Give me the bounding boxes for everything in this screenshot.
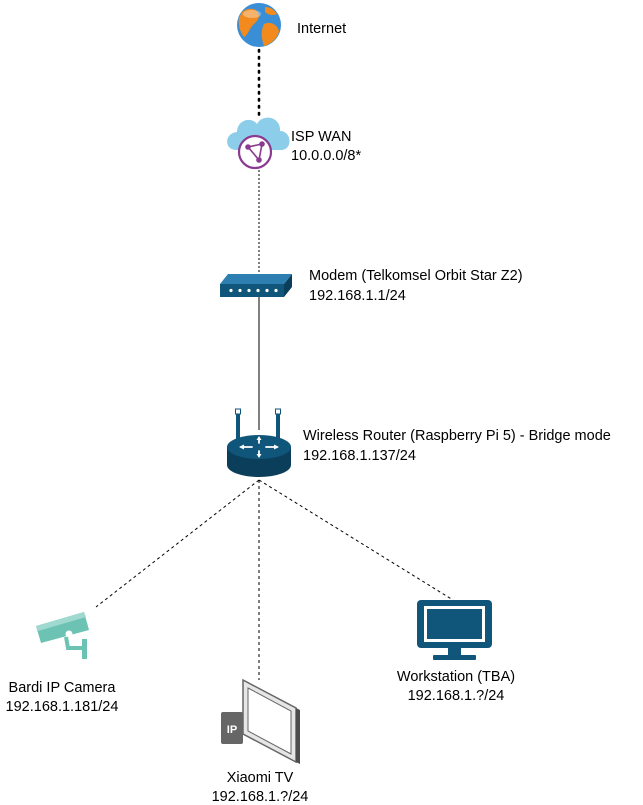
workstation-node[interactable]: Workstation (TBA) 192.168.1.?/24 [397, 600, 515, 704]
modem-icon [220, 274, 292, 297]
link-router-camera [95, 479, 260, 608]
camera-address: 192.168.1.181/24 [6, 699, 119, 715]
globe-icon [237, 3, 281, 47]
router-node[interactable]: Wireless Router (Raspberry Pi 5) - Bridg… [227, 408, 611, 477]
isp-address: 10.0.0.0/8* [291, 148, 361, 164]
tv-label: Xiaomi TV [227, 770, 294, 786]
cloud-network-icon [227, 117, 290, 170]
camera-node[interactable]: Bardi IP Camera 192.168.1.181/24 [6, 612, 119, 715]
links [95, 48, 454, 680]
tv-address: 192.168.1.?/24 [212, 789, 309, 805]
tv-node[interactable]: IP Xiaomi TV 192.168.1.?/24 [212, 678, 309, 805]
isp-label: ISP WAN [291, 129, 351, 145]
modem-label: Modem (Telkomsel Orbit Star Z2) [309, 268, 523, 284]
internet-label: Internet [297, 21, 346, 37]
ip-tv-icon: IP [221, 678, 300, 764]
wireless-router-icon [227, 408, 291, 477]
ip-camera-icon [36, 612, 89, 659]
modem-node[interactable]: Modem (Telkomsel Orbit Star Z2) 192.168.… [220, 268, 523, 304]
router-label: Wireless Router (Raspberry Pi 5) - Bridg… [303, 428, 611, 444]
workstation-label: Workstation (TBA) [397, 669, 515, 685]
modem-address: 192.168.1.1/24 [309, 288, 406, 304]
svg-text:IP: IP [227, 724, 237, 736]
internet-node[interactable]: Internet [237, 3, 346, 47]
camera-label: Bardi IP Camera [9, 680, 117, 696]
router-address: 192.168.1.137/24 [303, 448, 416, 464]
link-router-workstation [258, 479, 454, 601]
workstation-address: 192.168.1.?/24 [408, 688, 505, 704]
monitor-icon [417, 600, 492, 660]
isp-node[interactable]: ISP WAN 10.0.0.0/8* [227, 117, 361, 170]
